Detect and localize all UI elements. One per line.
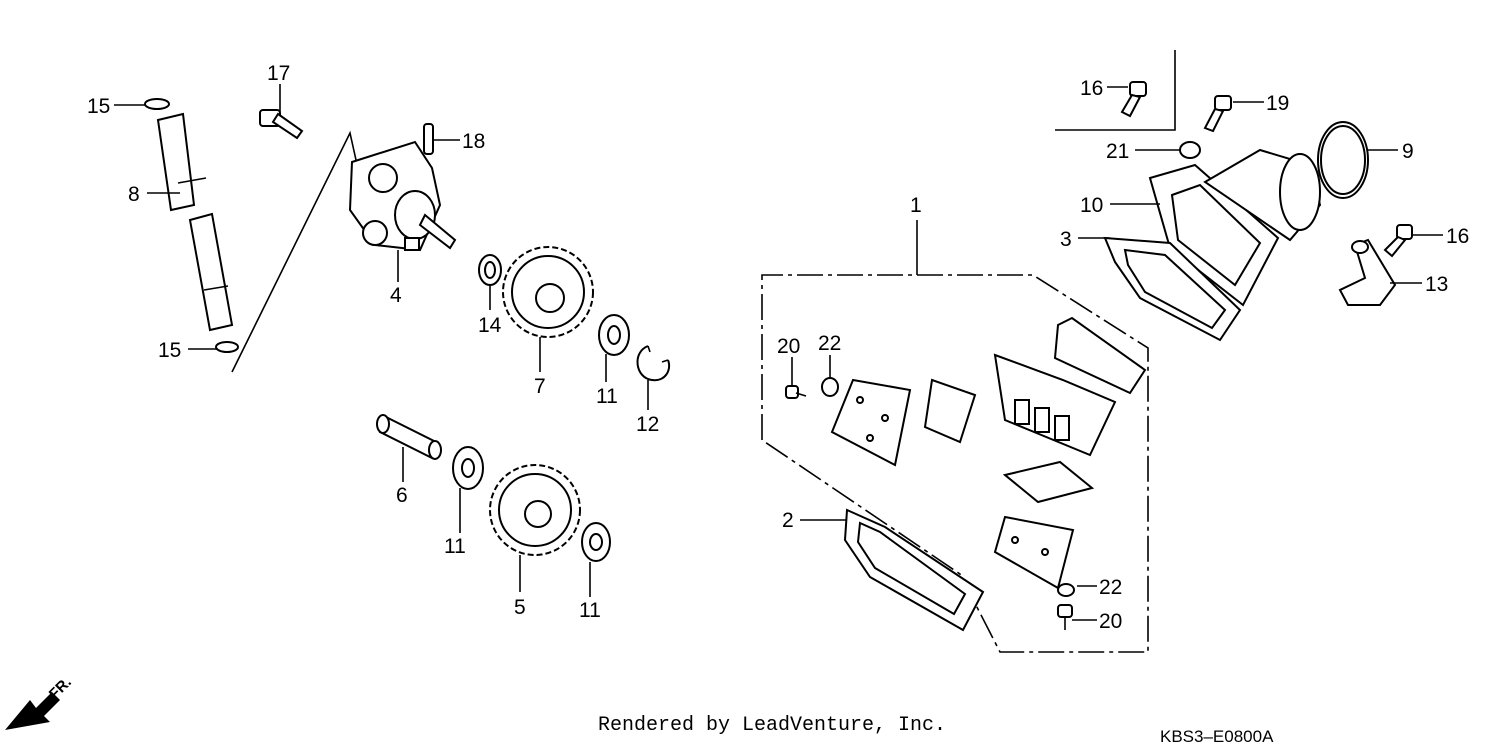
callout-15-upper: 15 [87, 95, 110, 118]
callout-21: 21 [1106, 140, 1129, 163]
footer-credit: Rendered by LeadVenture, Inc. [598, 714, 947, 737]
thrust-washer-left-part-11 [452, 446, 484, 490]
hose-clip-lower-part-15 [215, 341, 239, 353]
flange-bolt-part-17 [259, 109, 304, 140]
callout-11-right: 11 [579, 599, 601, 622]
callout-20-lower: 20 [1099, 610, 1122, 633]
callout-2: 2 [782, 509, 794, 532]
callout-8: 8 [128, 183, 140, 206]
insulator-part-10 [1148, 148, 1322, 307]
snap-ring-part-12 [636, 345, 671, 382]
oil-hose-part-8 [156, 112, 234, 332]
gasket-part-2 [843, 508, 985, 632]
callout-1: 1 [910, 194, 922, 217]
callout-5: 5 [514, 596, 526, 619]
dowel-pin-part-18 [423, 123, 434, 155]
callout-7: 7 [534, 375, 546, 398]
callout-6: 6 [396, 484, 408, 507]
callout-4: 4 [390, 284, 402, 307]
hose-route-line [231, 130, 357, 373]
callout-20-upper: 20 [777, 335, 800, 358]
shaft-part-6 [376, 414, 442, 460]
callout-16-upper: 16 [1080, 77, 1103, 100]
callout-11-left: 11 [444, 535, 466, 558]
thrust-washer-right-part-11 [581, 522, 611, 562]
callout-13: 13 [1425, 273, 1448, 296]
callout-22-upper: 22 [818, 332, 841, 355]
oil-pump-part-4 [348, 140, 457, 252]
callout-9: 9 [1402, 140, 1414, 163]
callout-3: 3 [1060, 228, 1072, 251]
reed-block [993, 353, 1117, 457]
leader-lines [114, 84, 1443, 621]
flange-bolt-upper-part-16 [1120, 81, 1147, 118]
diagram-code: KBS3–E0800A [1160, 727, 1274, 746]
reed-valve-washer-lower-part-22 [1057, 583, 1075, 597]
clamp-band-part-9 [1317, 121, 1369, 199]
flange-bolt-part-19 [1203, 95, 1232, 133]
reed-petal [923, 378, 977, 444]
reed-valve-washer-part-22 [821, 377, 839, 397]
callout-19: 19 [1266, 92, 1289, 115]
callout-10: 10 [1080, 194, 1103, 217]
reed-valve-screw-lower-part-20 [1057, 604, 1073, 630]
reed-valve-screw-part-20 [785, 385, 807, 399]
reed-stopper-plate-lower [993, 515, 1075, 590]
gasket-part-3 [1103, 236, 1242, 342]
callout-15-lower: 15 [158, 339, 181, 362]
callout-18: 18 [462, 130, 485, 153]
washer-part-14 [478, 254, 502, 286]
callout-14: 14 [478, 314, 502, 337]
hose-clip-upper-part-15 [144, 98, 170, 110]
bracket-part-13 [1338, 238, 1397, 306]
callout-17: 17 [267, 62, 290, 85]
thrust-washer-upper-part-11 [598, 314, 630, 356]
front-direction-arrow-icon: FR. [5, 674, 75, 730]
reed-wedge-spacer [1053, 316, 1147, 395]
inset-divider-line [1055, 50, 1176, 131]
gear-part-5 [489, 464, 581, 556]
callout-22-lower: 22 [1099, 576, 1122, 599]
washer-part-21 [1179, 141, 1201, 159]
gear-part-7 [502, 246, 594, 338]
reed-petal-lower [1002, 460, 1095, 504]
callout-12: 12 [636, 413, 659, 436]
flange-bolt-right-part-16 [1383, 224, 1413, 258]
callout-16-right: 16 [1446, 225, 1469, 248]
reed-stopper-plate [830, 378, 912, 467]
callout-11-upper: 11 [596, 385, 618, 408]
